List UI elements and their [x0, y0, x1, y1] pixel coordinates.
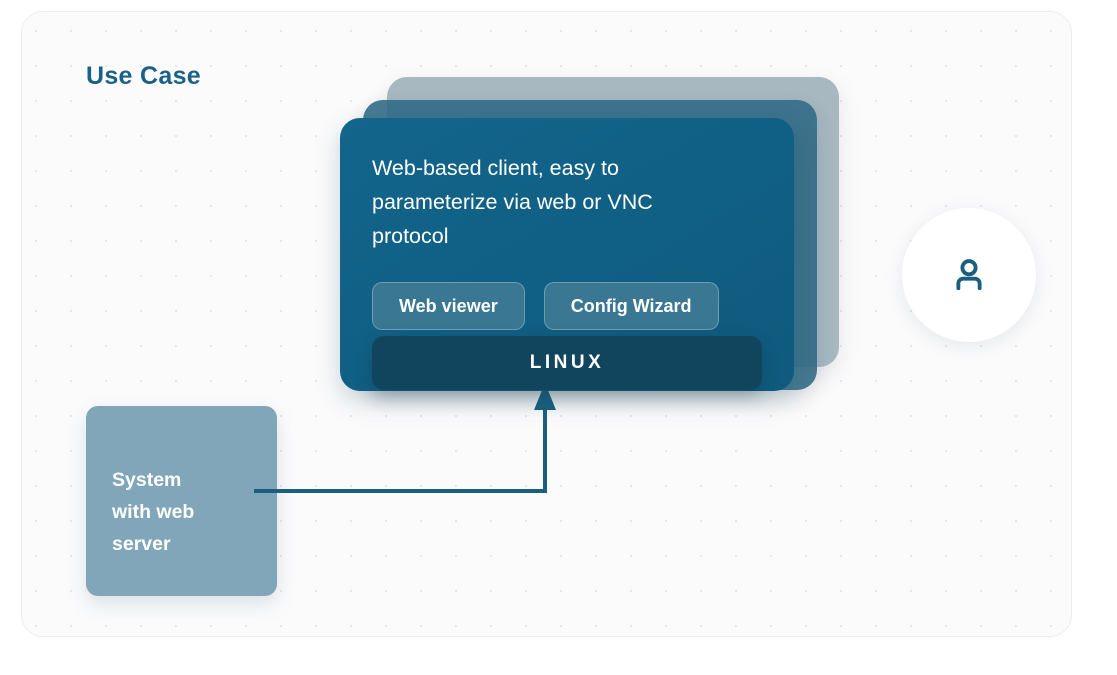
- page-title: Use Case: [86, 62, 201, 90]
- client-card-description: Web-based client, easy to parameterize v…: [372, 156, 653, 248]
- system-box-label: System with web server: [112, 469, 195, 555]
- config-wizard-button[interactable]: Config Wizard: [543, 282, 719, 330]
- client-card-button-row: Web viewer Config Wizard: [372, 282, 719, 330]
- linux-platform-bar: LINUX: [372, 336, 762, 390]
- web-viewer-button[interactable]: Web viewer: [372, 282, 525, 330]
- actor-avatar: [902, 208, 1036, 342]
- person-icon: [956, 259, 982, 291]
- system-with-web-server-box: System with web server: [86, 406, 277, 596]
- use-case-panel: Use Case Web-based client, easy to param…: [21, 11, 1072, 637]
